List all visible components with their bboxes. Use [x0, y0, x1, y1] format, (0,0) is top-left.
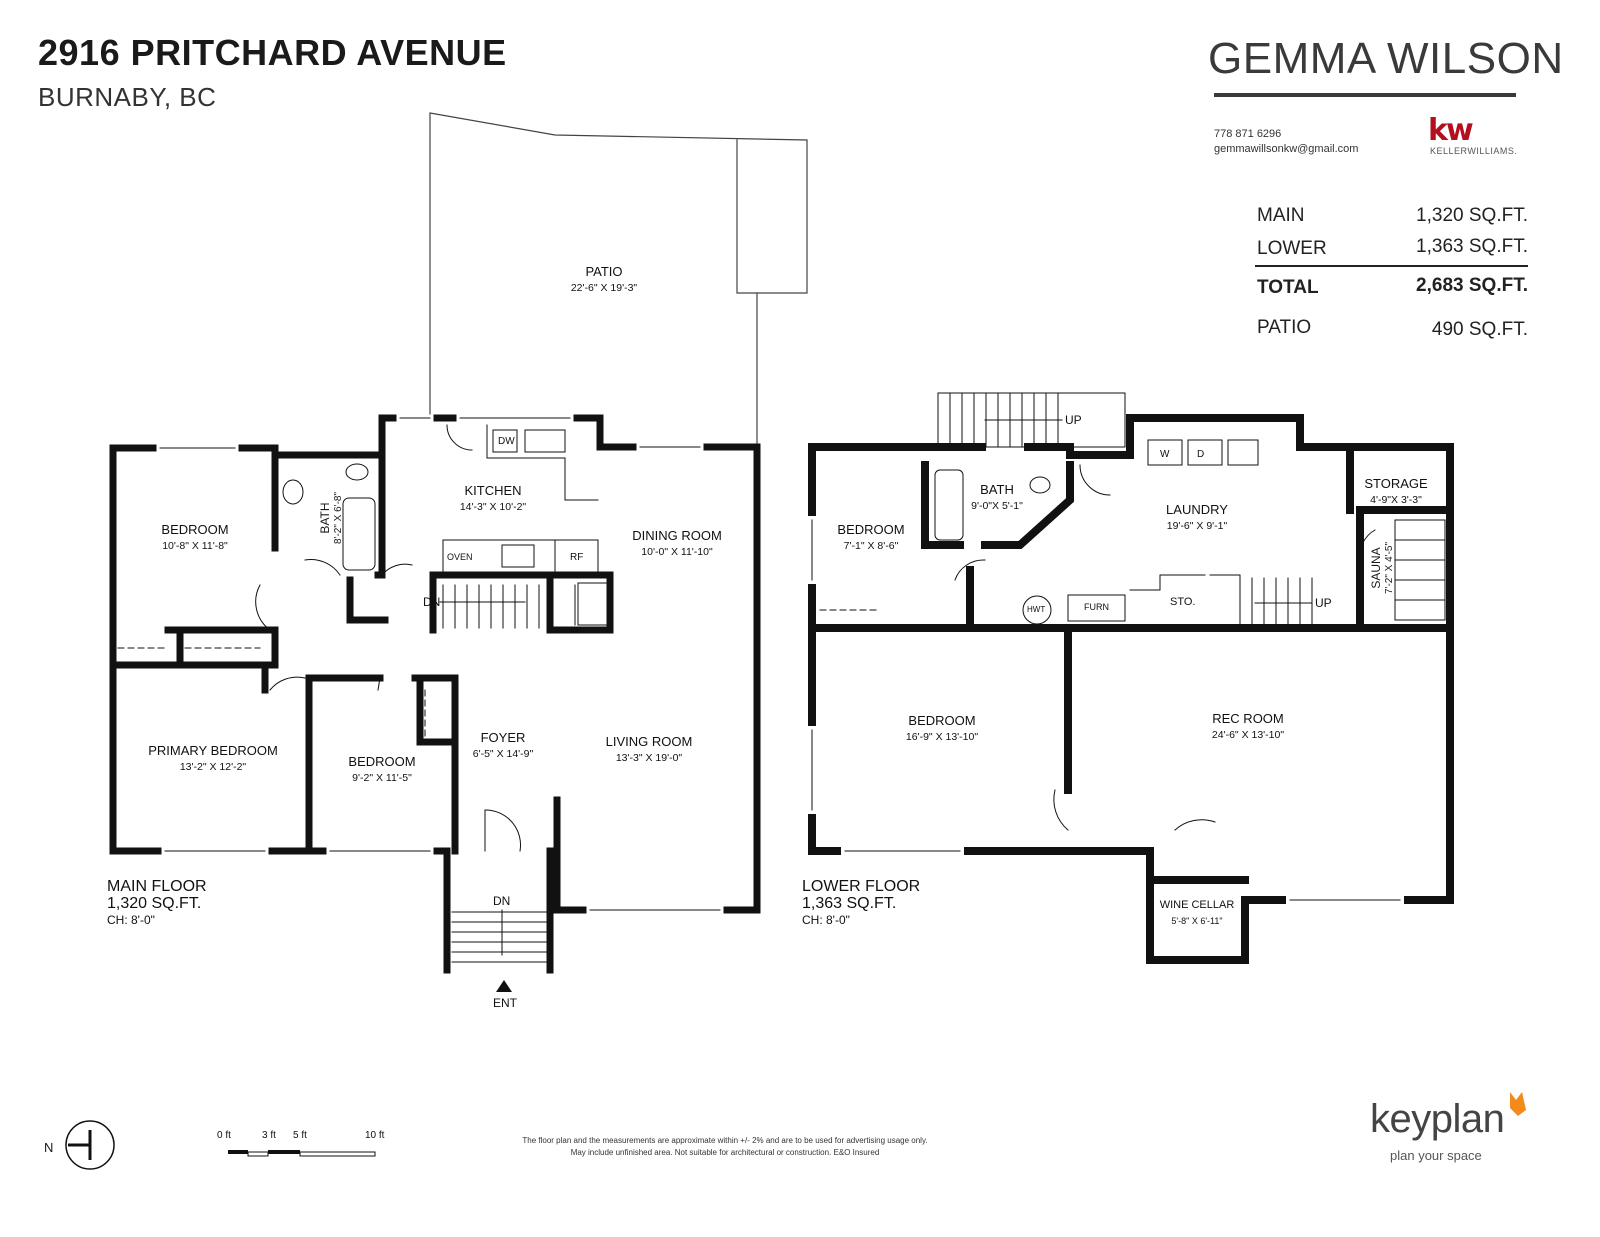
- lower-stairs-up-label: UP: [1065, 413, 1082, 427]
- furnace-label: FURN: [1084, 602, 1109, 612]
- entry-stairs: [451, 909, 549, 963]
- lower-stairs-up-label-2: UP: [1315, 596, 1332, 610]
- agent-name: GEMMA WILSON: [1208, 34, 1564, 83]
- hot-water-tank-label: HWT: [1027, 605, 1046, 614]
- agent-phone: 778 871 6296: [1214, 128, 1282, 140]
- lower-top-stairs: [937, 392, 1126, 448]
- scale-tick-5: 5 ft: [293, 1130, 307, 1141]
- storage-sto-label: STO.: [1170, 596, 1196, 608]
- area-value-patio: 490 SQ.FT.: [1431, 319, 1528, 340]
- agent-divider: [1214, 93, 1516, 97]
- main-stairs: [439, 584, 540, 629]
- keyplan-logo: keyplan: [1370, 1097, 1505, 1141]
- scale-tick-0: 0 ft: [217, 1130, 231, 1141]
- main-floor-label: MAIN FLOOR 1,320 SQ.FT. CH: 8'-0": [107, 878, 207, 927]
- area-value-lower: 1,363 SQ.FT.: [1416, 236, 1528, 257]
- area-divider: [1255, 265, 1528, 267]
- lower-windows: [808, 443, 1404, 904]
- entrance-label: ENT: [493, 996, 517, 1010]
- property-city: BURNABY, BC: [38, 82, 217, 112]
- area-label-patio: PATIO: [1257, 317, 1312, 338]
- lower-floor-walls: [808, 414, 1454, 964]
- main-floor-walls: [109, 414, 761, 974]
- keyplan-fox-icon: [1510, 1092, 1526, 1116]
- property-address: 2916 PRITCHARD AVENUE: [38, 32, 507, 73]
- dishwasher-label: DW: [498, 436, 515, 447]
- lower-right-stairs: [1209, 574, 1313, 626]
- washer-label: W: [1160, 449, 1170, 460]
- area-label-main: MAIN: [1257, 205, 1305, 226]
- area-label-total: TOTAL: [1257, 277, 1319, 298]
- keyplan-tagline: plan your space: [1390, 1148, 1482, 1163]
- agent-email: gemmawillsonkw@gmail.com: [1214, 143, 1359, 155]
- lower-floor-label: LOWER FLOOR 1,363 SQ.FT. CH: 8'-0": [802, 878, 921, 927]
- oven-label: OVEN: [447, 552, 473, 562]
- scale-bar: [228, 1150, 376, 1157]
- entry-stairs-down-label: DN: [493, 894, 511, 908]
- area-value-main: 1,320 SQ.FT.: [1416, 205, 1528, 226]
- area-label-lower: LOWER: [1257, 238, 1327, 259]
- keller-williams-logo: kw: [1428, 113, 1474, 148]
- disclaimer: The floor plan and the measurements are …: [522, 1136, 928, 1157]
- north-label: N: [44, 1140, 54, 1155]
- patio-outline: [429, 112, 808, 448]
- stairs-down-label: DN: [423, 595, 441, 609]
- keller-williams-name: KELLERWILLIAMS.: [1430, 146, 1518, 156]
- scale-tick-10: 10 ft: [365, 1130, 385, 1141]
- dryer-label: D: [1197, 449, 1205, 460]
- entrance-arrow: [496, 980, 512, 992]
- area-value-total: 2,683 SQ.FT.: [1416, 275, 1528, 296]
- north-arrow: [65, 1120, 115, 1170]
- scale-tick-3: 3 ft: [262, 1130, 276, 1141]
- fridge-label: RF: [570, 552, 584, 563]
